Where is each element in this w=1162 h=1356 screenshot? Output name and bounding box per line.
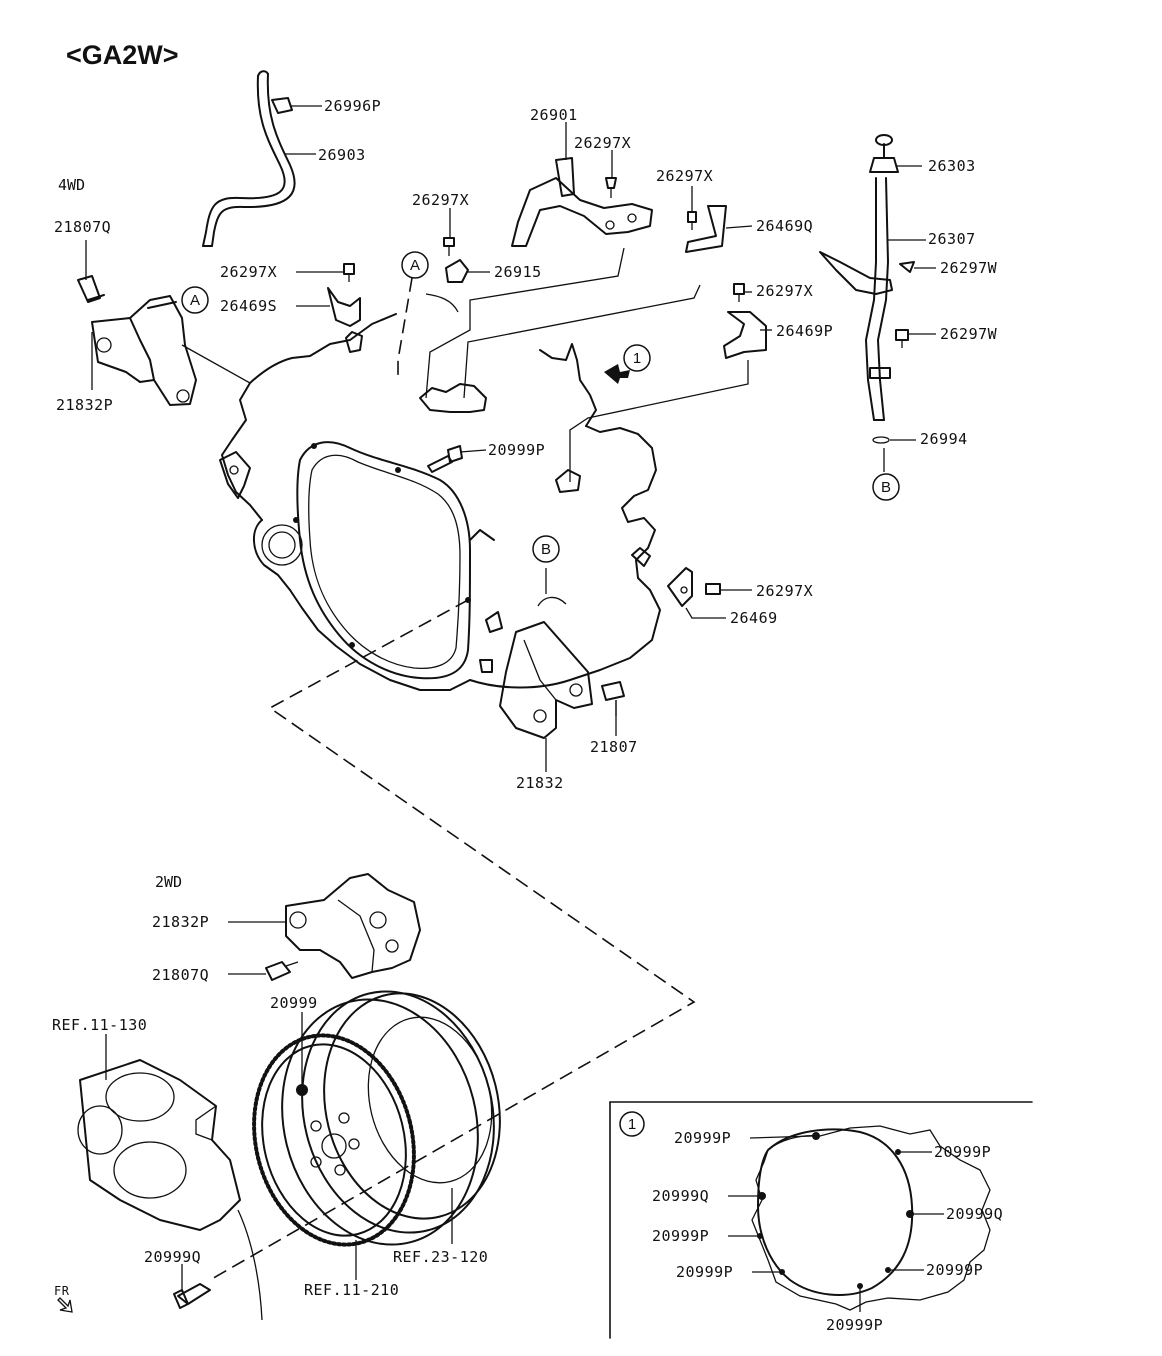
label-21807Q-a: 21807Q xyxy=(54,218,111,236)
label-26297W-a: 26297W xyxy=(940,259,998,277)
label-26303: 26303 xyxy=(928,157,976,175)
section-label-2wd: 2WD xyxy=(155,873,182,891)
breather-hose xyxy=(202,70,296,247)
label-26297X-e: 26297X xyxy=(756,582,813,600)
marker-1-main: 1 xyxy=(623,344,651,372)
label-26297W-b: 26297W xyxy=(940,325,998,343)
section-label-4wd: 4WD xyxy=(58,176,85,194)
label-26469: 26469 xyxy=(730,609,778,627)
svg-text:A: A xyxy=(410,257,420,274)
label-21832: 21832 xyxy=(516,774,564,792)
bracket-26469S xyxy=(327,287,361,327)
bracket-26469 xyxy=(667,567,693,607)
inset-bolt-locations: 1 20999P 20999P 20999Q 20999Q 20999P 209… xyxy=(609,1101,1033,1339)
bracket-26469P xyxy=(723,311,767,359)
svg-text:FR: FR xyxy=(54,1284,70,1298)
transmission-mount-2wd xyxy=(265,873,421,981)
label-26297X-a: 26297X xyxy=(574,134,631,152)
marker-b-center: B xyxy=(532,535,560,563)
label-26297X-c: 26297X xyxy=(412,191,469,209)
dipstick-assembly xyxy=(819,134,899,444)
label-21807: 21807 xyxy=(590,738,638,756)
label-26307: 26307 xyxy=(928,230,976,248)
diagram-title: <GA2W> xyxy=(66,40,179,70)
svg-text:B: B xyxy=(881,479,891,496)
transmission-mount-4wd xyxy=(77,275,251,406)
label-ref-23-120: REF.23-120 xyxy=(393,1248,488,1266)
torque-converter xyxy=(281,990,501,1246)
assembly-dash-lines xyxy=(209,247,749,1281)
marker-b-right: B xyxy=(872,473,900,501)
svg-text:1: 1 xyxy=(628,1116,636,1133)
label-21807Q-b: 21807Q xyxy=(152,966,209,984)
bracket-26469Q xyxy=(685,205,727,253)
inset-label-20999P-5: 20999P xyxy=(676,1263,733,1281)
harness-bracket-26901 xyxy=(511,157,653,247)
label-20999Q-lower: 20999Q xyxy=(144,1248,201,1266)
label-26915: 26915 xyxy=(494,263,542,281)
inset-label-20999P-4: 20999P xyxy=(926,1261,983,1279)
svg-text:1: 1 xyxy=(633,350,641,367)
transmission-housing xyxy=(219,313,661,691)
label-26994: 26994 xyxy=(920,430,968,448)
marker-a-left: A xyxy=(181,286,209,314)
inset-label-20999Q-1: 20999Q xyxy=(652,1187,709,1205)
bolt-20999Q-lower xyxy=(173,1283,211,1309)
inset-label-20999P-1: 20999P xyxy=(674,1129,731,1147)
label-ref-11-210: REF.11-210 xyxy=(304,1281,399,1299)
label-26901: 26901 xyxy=(530,106,578,124)
label-26469P: 26469P xyxy=(776,322,833,340)
front-indicator: FR xyxy=(54,1284,73,1313)
label-26469Q: 26469Q xyxy=(756,217,813,235)
label-21832P-b: 21832P xyxy=(152,913,209,931)
inset-label-20999P-2: 20999P xyxy=(934,1143,991,1161)
inset-label-20999P-3: 20999P xyxy=(652,1227,709,1245)
label-26996P: 26996P xyxy=(324,97,381,115)
bolt-set xyxy=(343,177,915,595)
leader-lines xyxy=(85,105,936,1292)
label-26297X-f: 26297X xyxy=(756,282,813,300)
clip-26915 xyxy=(445,259,469,283)
label-26903: 26903 xyxy=(318,146,366,164)
label-26469S: 26469S xyxy=(220,297,277,315)
label-20999P: 20999P xyxy=(488,441,545,459)
direction-arrow xyxy=(604,364,630,384)
label-26297X-d: 26297X xyxy=(220,263,277,281)
label-26297X-b: 26297X xyxy=(656,167,713,185)
label-20999: 20999 xyxy=(270,994,318,1012)
engine-block-ref xyxy=(77,1059,263,1321)
marker-a-top: A xyxy=(401,251,429,279)
label-ref-11-130: REF.11-130 xyxy=(52,1016,147,1034)
svg-text:B: B xyxy=(541,541,551,558)
label-21832P-a: 21832P xyxy=(56,396,113,414)
inset-label-20999P-6: 20999P xyxy=(826,1316,883,1334)
svg-text:A: A xyxy=(190,292,200,309)
drive-plate xyxy=(252,1033,416,1247)
inset-label-20999Q-2: 20999Q xyxy=(946,1205,1003,1223)
